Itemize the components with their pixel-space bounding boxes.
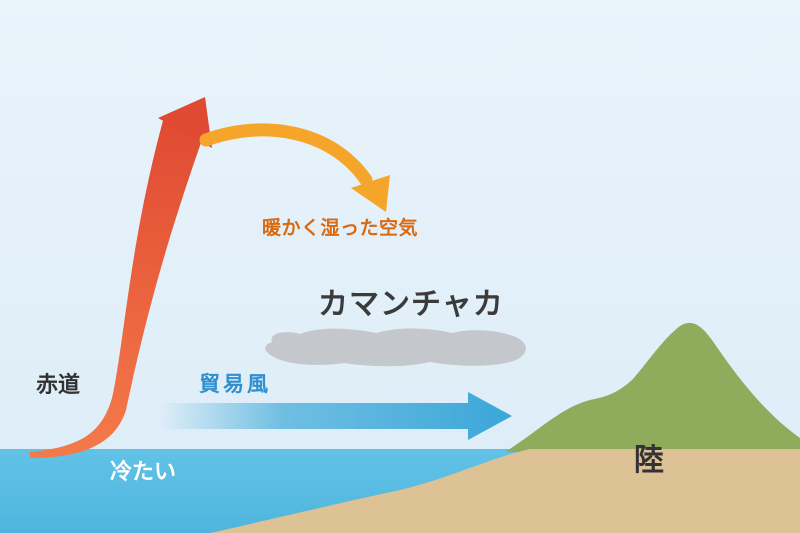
warm-air-arrowhead — [351, 175, 390, 212]
warm-humid-air-label: 暖かく湿った空気 — [262, 217, 419, 239]
trade-wind-arrow — [160, 392, 512, 440]
warm-air-arrow — [199, 123, 373, 187]
trade-wind-label: 貿易風 — [199, 372, 271, 396]
rising-air-arrow — [30, 117, 202, 458]
mountain — [505, 322, 800, 452]
cloud-fog — [265, 328, 526, 367]
rising-air-arrowhead — [158, 97, 212, 148]
land-ground — [210, 449, 800, 533]
kamanchaka-label: カマンチャカ — [318, 287, 504, 322]
land-label: 陸 — [634, 443, 664, 478]
equator-label: 赤道 — [36, 373, 81, 398]
cold-ocean-label: 冷たい — [110, 460, 177, 485]
